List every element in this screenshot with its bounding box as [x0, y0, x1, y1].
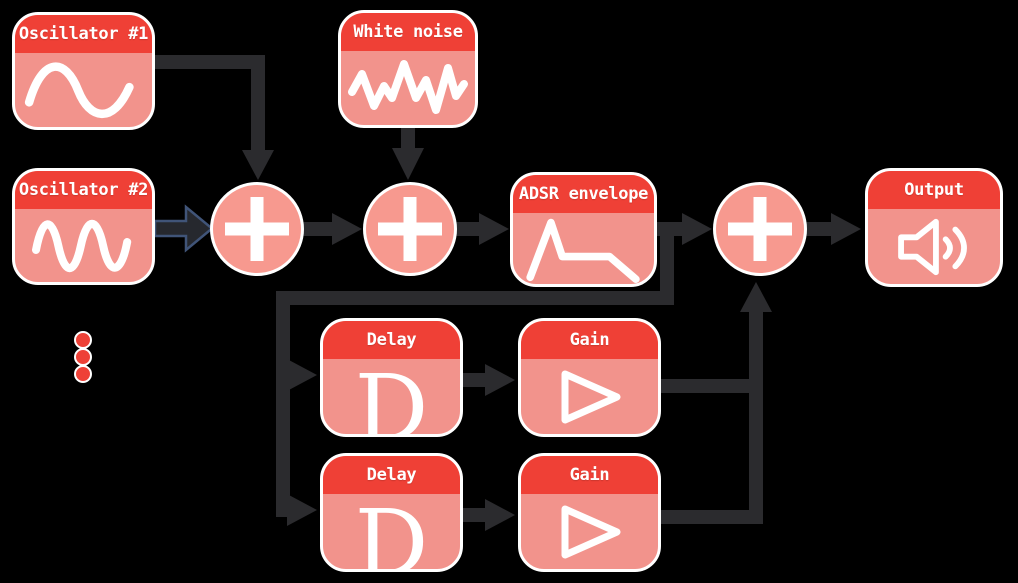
arrowhead-into-gain2: [485, 499, 515, 531]
ellipsis-dot: [74, 331, 92, 349]
node-gain-2: Gain: [518, 453, 661, 572]
ellipsis-dot: [74, 348, 92, 366]
node-header: Output: [868, 171, 1000, 209]
triangle-icon: [561, 370, 620, 423]
node-label: Output: [904, 180, 964, 200]
arrowhead-into-output: [831, 213, 861, 245]
node-oscillator-2: Oscillator #2: [12, 168, 155, 285]
node-header: Delay: [323, 321, 460, 359]
sum-node-2: +: [363, 182, 457, 276]
arrowhead-into-adsr: [479, 213, 509, 245]
double-sine-wave-icon: [31, 219, 131, 272]
plus-icon: [403, 197, 417, 261]
plus-icon: [753, 197, 767, 261]
node-header: Oscillator #1: [15, 15, 152, 53]
node-white-noise: White noise: [338, 10, 478, 128]
arrowhead-into-sum3: [682, 213, 712, 245]
node-label: ADSR envelope: [518, 184, 649, 204]
sum-node-1: +: [210, 182, 304, 276]
node-label: Delay: [366, 465, 417, 485]
node-label: White noise: [353, 22, 463, 42]
node-label: Oscillator #1: [18, 24, 149, 44]
node-gain-1: Gain: [518, 318, 661, 437]
arrowhead-into-delay2: [287, 494, 317, 526]
wire-osc2-to-sum1-highlighted: [153, 204, 214, 253]
node-delay-1: Delay D: [320, 318, 463, 437]
wire-gain2-return-up: [661, 310, 763, 524]
letter-d-icon: D: [354, 355, 429, 437]
noise-wave-icon: [348, 60, 468, 114]
sum-node-3: +: [713, 182, 807, 276]
node-header: Gain: [521, 456, 658, 494]
node-header: ADSR envelope: [513, 175, 654, 213]
plus-icon: [250, 197, 264, 261]
node-header: Delay: [323, 456, 460, 494]
arrowhead-down-sum1: [242, 150, 274, 180]
node-label: Gain: [569, 330, 610, 350]
node-delay-2: Delay D: [320, 453, 463, 572]
envelope-curve-icon: [525, 218, 640, 283]
arrowhead-up-sum3: [740, 282, 772, 312]
node-label: Gain: [569, 465, 610, 485]
node-header: Oscillator #2: [15, 171, 152, 209]
ellipsis-dot: [74, 365, 92, 383]
arrowhead-into-delay1: [287, 359, 317, 391]
arrowhead-into-gain1: [485, 364, 515, 396]
triangle-icon: [561, 505, 620, 558]
node-oscillator-1: Oscillator #1: [12, 12, 155, 130]
sine-wave-icon: [24, 62, 134, 119]
node-header: Gain: [521, 321, 658, 359]
node-label: Oscillator #2: [18, 180, 149, 200]
node-output: Output: [865, 168, 1003, 287]
wire-osc1-to-sum1: [155, 55, 265, 152]
arrowhead-down-sum2: [392, 148, 424, 180]
node-adsr-envelope: ADSR envelope: [510, 172, 657, 287]
node-label: Delay: [366, 330, 417, 350]
wire-feedback-bus: [276, 222, 674, 517]
arrowhead-into-sum2: [332, 213, 362, 245]
letter-d-icon: D: [354, 490, 429, 572]
node-header: White noise: [341, 13, 475, 51]
speaker-icon: [898, 218, 967, 275]
